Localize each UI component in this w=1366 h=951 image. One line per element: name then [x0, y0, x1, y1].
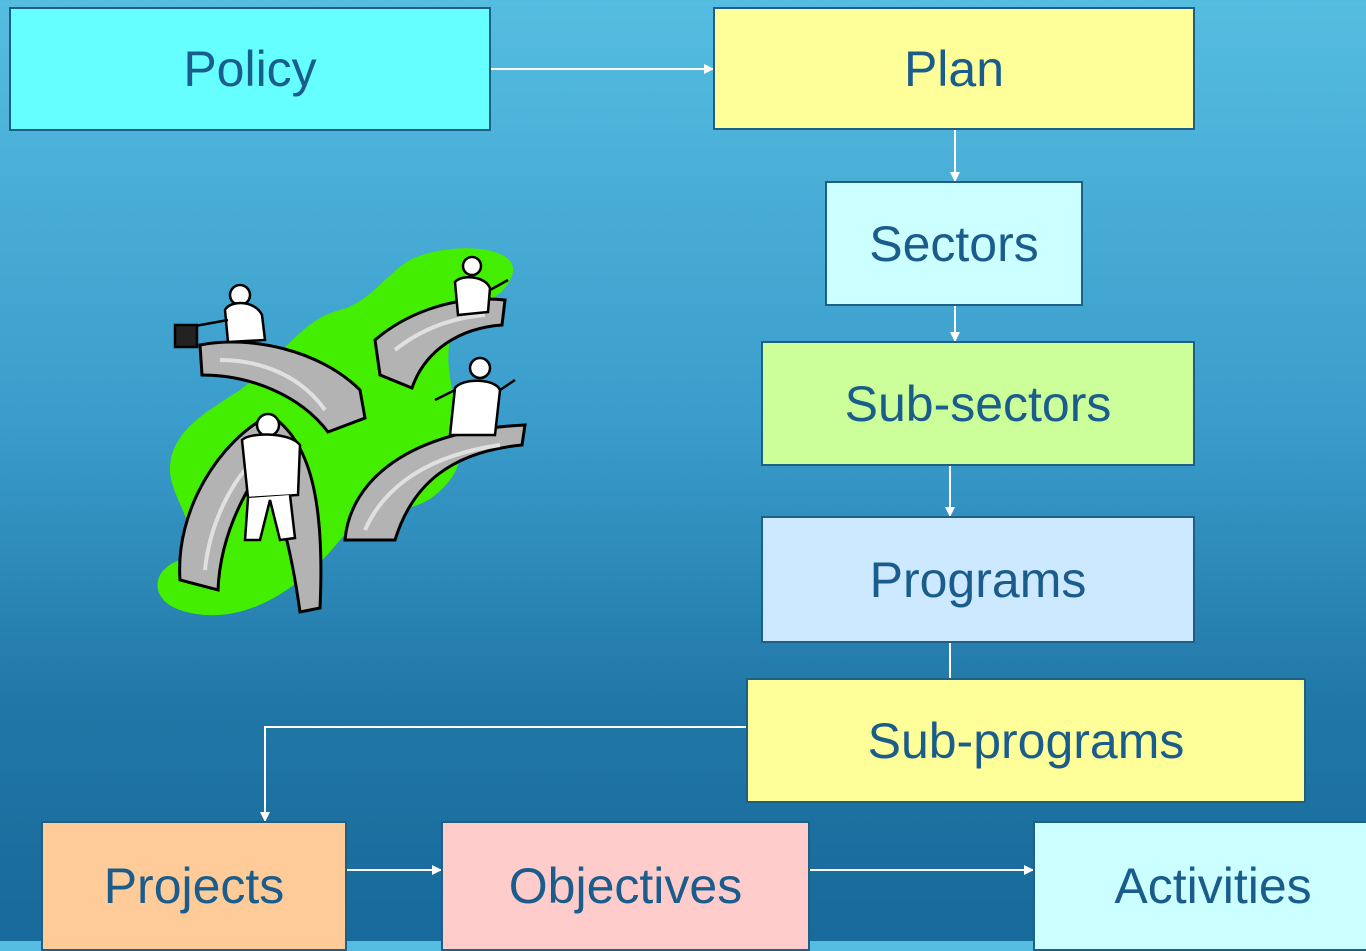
- node-objectives: Objectives: [441, 821, 810, 951]
- node-plan: Plan: [713, 7, 1195, 130]
- node-projects: Projects: [41, 821, 347, 951]
- node-programs: Programs: [761, 516, 1195, 643]
- bridge-upper-right: [373, 297, 507, 390]
- node-activities: Activities: [1033, 821, 1366, 951]
- node-sub-programs: Sub-programs: [746, 678, 1306, 803]
- node-sub-sectors: Sub-sectors: [761, 341, 1195, 466]
- node-policy: Policy: [9, 7, 491, 131]
- figure-pointing-right: [434, 356, 516, 437]
- node-sectors: Sectors: [825, 181, 1083, 306]
- figure-with-briefcase: [173, 283, 267, 349]
- figure-walking-front: [240, 412, 302, 542]
- figure-waving-top: [453, 255, 509, 317]
- people-crossing-bridges-clipart: [157, 248, 527, 616]
- bridge-lower-right: [343, 423, 527, 542]
- edge-subprograms-projects: [260, 726, 746, 822]
